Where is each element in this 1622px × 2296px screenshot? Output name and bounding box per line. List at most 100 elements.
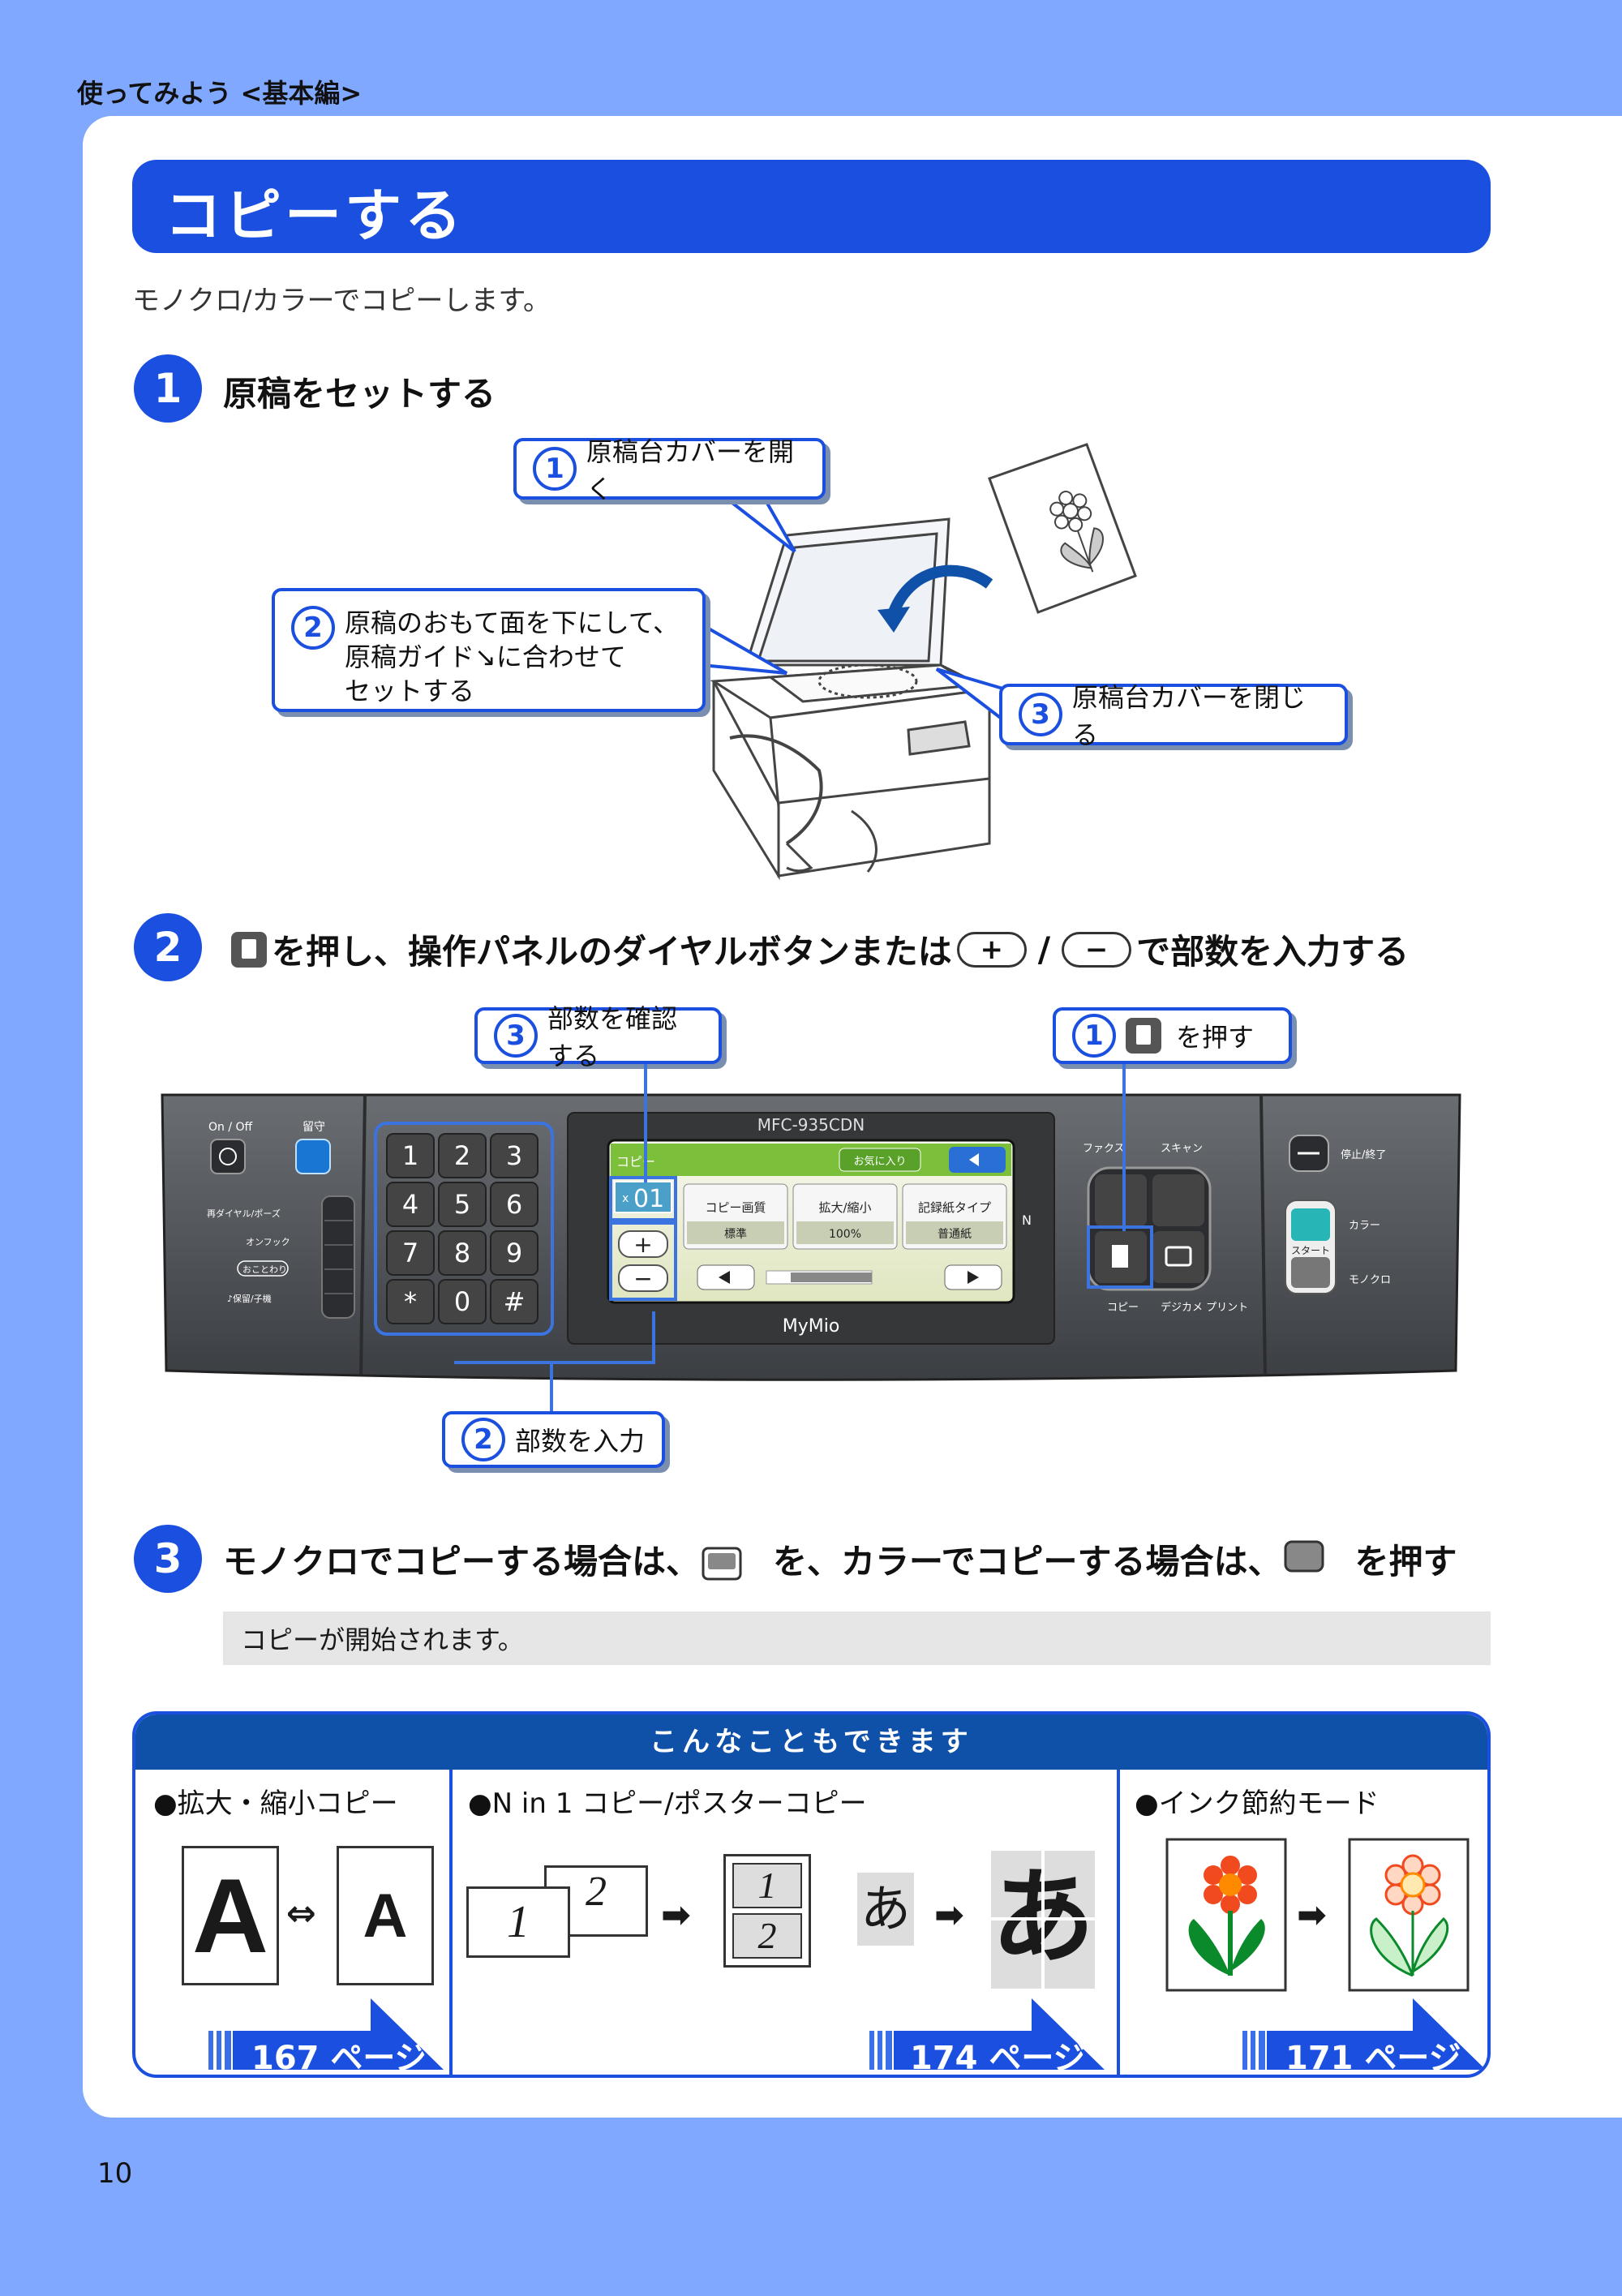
nin1-page-1: 1 [466, 1886, 570, 1958]
photo-mode-label: デジカメ プリント [1161, 1301, 1248, 1314]
callout-number: 2 [461, 1418, 505, 1461]
keypad: 1 2 3 4 5 6 7 8 9 * 0 # [386, 1133, 539, 1324]
keypad-key-label: 4 [402, 1189, 418, 1220]
nin1-result-2: 2 [732, 1913, 802, 1959]
keypad-key[interactable]: * [386, 1279, 435, 1324]
step-3-number: 3 [134, 1525, 202, 1593]
callout-place-original: 2 原稿のおもて面を下にして、 原稿ガイド↘に合わせて セットする [272, 588, 706, 712]
page-ref-167[interactable]: 167 ページ [251, 2040, 427, 2077]
keypad-key[interactable]: 2 [438, 1133, 487, 1178]
callout-close-cover: 3 原稿台カバーを閉じる [999, 682, 1348, 750]
keypad-key[interactable]: 7 [386, 1230, 435, 1276]
bonus-enlarge-title: ●拡大・縮小コピー [153, 1787, 398, 1820]
keypad-key-label: 7 [402, 1238, 418, 1268]
scan-label: スキャン [1161, 1143, 1203, 1155]
arrow-right-icon: ➡ [661, 1895, 691, 1936]
both-arrow-icon: ⇔ [286, 1893, 316, 1934]
brand-label: MyMio [783, 1316, 840, 1337]
keypad-key[interactable]: 8 [438, 1230, 487, 1276]
keypad-key[interactable]: # [490, 1279, 539, 1324]
page-ref-174[interactable]: 174 ページ [910, 2040, 1086, 2077]
bonus-box: こんなこともできます ●拡大・縮小コピー A ⇔ A 167 ページ ●N in… [132, 1711, 1491, 2078]
callout-number: 1 [1072, 1014, 1116, 1058]
step-1-number: 1 [134, 354, 202, 423]
arrow-right-icon: ➡ [934, 1895, 964, 1936]
keypad-key-label: 6 [506, 1189, 522, 1220]
model-label: MFC-935CDN [757, 1115, 865, 1135]
callout-text: 原稿台カバーを開く [586, 436, 795, 504]
breadcrumb: 使ってみよう <基本編> [77, 78, 363, 109]
keypad-key-label: 3 [506, 1140, 522, 1171]
keypad-key-label: 9 [506, 1238, 522, 1268]
slash-text: / [1037, 929, 1051, 969]
on-off-label: On / Off [208, 1121, 253, 1134]
keypad-key-label: 1 [402, 1140, 418, 1171]
lcd-option-button[interactable]: 拡大/縮小 100% [792, 1183, 898, 1250]
keypad-key[interactable]: 0 [438, 1279, 487, 1324]
control-panel-illustration: On / Off 留守 再ダイヤル/ポーズ オンフック おことわり ♪保留/子機… [161, 1093, 1461, 1381]
lcd-option-value: 普通紙 [938, 1228, 972, 1241]
callout-confirm-count: 3 部数を確認する [474, 1003, 722, 1071]
step-2-heading-text-b: で部数を入力する [1136, 932, 1410, 972]
lcd-option-value: 100% [829, 1228, 861, 1241]
nin1-result: 1 2 [723, 1854, 811, 1968]
page-ref-bg-1 [208, 1998, 444, 2070]
callout-press-copy: 1 を押す [1053, 1007, 1292, 1064]
keypad-key-label: 5 [454, 1189, 470, 1220]
keypad-key[interactable]: 9 [490, 1230, 539, 1276]
mono-start-key-icon [702, 1547, 742, 1580]
callout-text: 部数を入力 [515, 1426, 646, 1457]
hold-label: ♪保留/子機 [227, 1293, 272, 1304]
keypad-key[interactable]: 3 [490, 1133, 539, 1178]
page-title: コピーする [165, 182, 465, 249]
step-3-heading: モノクロでコピーする場合は、 を、カラーでコピーする場合は、 を押す [223, 1534, 1457, 1584]
keypad-key[interactable]: 5 [438, 1182, 487, 1227]
stop-label: 停止/終了 [1341, 1148, 1386, 1161]
keypad-key[interactable]: 4 [386, 1182, 435, 1227]
color-start-label: カラー [1349, 1220, 1380, 1232]
nfc-mark: N [1022, 1212, 1032, 1228]
enlarge-small-glyph: A [337, 1846, 434, 1985]
lcd-option-label: コピー画質 [705, 1200, 766, 1215]
keypad-key-label: 2 [454, 1140, 470, 1171]
flower-ink-save [1348, 1838, 1470, 1992]
keypad-key-label: 8 [454, 1238, 470, 1268]
callout-number: 1 [533, 447, 577, 491]
callout-number: 3 [494, 1014, 538, 1058]
enlarge-large-glyph: A [182, 1846, 279, 1985]
callout-number: 3 [1019, 693, 1062, 736]
page-ref-171[interactable]: 171 ページ [1285, 2040, 1461, 2077]
keypad-key[interactable]: 6 [490, 1182, 539, 1227]
callout-line: 原稿ガイド↘に合わせて [345, 642, 626, 672]
step-1-heading: 原稿をセットする [223, 374, 496, 414]
arrow-right-icon: ➡ [1297, 1895, 1327, 1936]
onhook-label: オンフック [246, 1237, 290, 1247]
step-2-number: 2 [134, 913, 202, 981]
keypad-key[interactable]: 1 [386, 1133, 435, 1178]
flower-full-color [1165, 1838, 1287, 1992]
lcd-option-value: 標準 [724, 1228, 747, 1241]
lcd-option-label: 拡大/縮小 [818, 1200, 871, 1215]
copy-key-icon [231, 931, 267, 968]
start-note: コピーが開始されます。 [223, 1611, 1491, 1665]
lcd-minus: − [633, 1265, 652, 1292]
fax-label: ファクス [1083, 1143, 1125, 1155]
copy-key-icon [1126, 1018, 1161, 1054]
callout-leader-lines [454, 1064, 1126, 1411]
decline-label: おことわり [242, 1264, 287, 1275]
title-bar [132, 160, 1491, 253]
bonus-ink-save-title: ●インク節約モード [1135, 1787, 1380, 1820]
nin1-result-1: 1 [732, 1863, 802, 1908]
callout-text: 原稿台カバーを閉じる [1072, 682, 1307, 750]
callout-text: 部数を確認する [547, 1003, 678, 1071]
lcd-count-prefix: x [622, 1192, 629, 1205]
page-ref-bg-3 [1242, 1998, 1486, 2070]
step-2-heading: を押し、操作パネルのダイヤルボタンまたは + / − で部数を入力する [231, 925, 1409, 974]
keypad-key-label: 0 [454, 1286, 470, 1317]
lead-text: モノクロ/カラーでコピーします。 [132, 285, 551, 317]
callout-number: 2 [291, 606, 335, 650]
callout-2-pointer [700, 621, 787, 675]
